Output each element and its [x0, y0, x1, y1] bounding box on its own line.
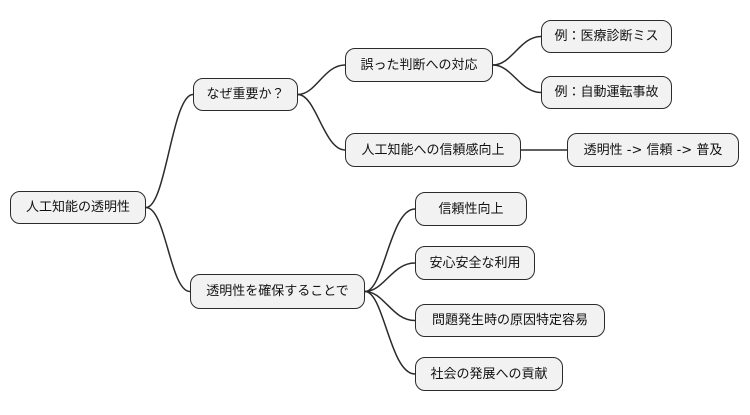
edge-ensure-to-society	[364, 290, 416, 375]
node-wrong-judgment-response: 誤った判断への対応	[345, 48, 493, 82]
edge-wrong-to-medical	[492, 35, 542, 66]
node-reliability-improvement: 信頼性向上	[415, 192, 527, 226]
edge-why-to-wrong	[297, 64, 346, 96]
node-example-medical-misdiagnosis: 例：医療診断ミス	[541, 20, 672, 53]
edge-root-to-ensure	[145, 206, 191, 293]
edge-root-to-why	[145, 93, 194, 209]
edge-ensure-to-cause	[364, 290, 416, 322]
node-safe-secure-use: 安心安全な利用	[415, 246, 535, 280]
edge-wrong-to-driving	[492, 64, 542, 94]
node-why-important: なぜ重要か？	[193, 78, 298, 111]
edge-ensure-to-safe	[364, 262, 416, 293]
node-transparency-trust-adoption-flow: 透明性 -> 信頼 -> 普及	[567, 133, 739, 167]
node-ensuring-transparency: 透明性を確保することで	[190, 274, 365, 309]
edge-ensure-to-reliable	[364, 208, 416, 293]
node-easy-cause-identification: 問題発生時の原因特定容易	[415, 304, 605, 337]
node-ai-transparency: 人工知能の透明性	[10, 191, 146, 224]
node-trust-in-ai-improvement: 人工知能への信頼感向上	[345, 133, 521, 167]
node-social-development-contribution: 社会の発展への貢献	[415, 357, 563, 391]
edge-why-to-trust	[297, 93, 346, 151]
node-example-autonomous-driving-accident: 例：自動運転事故	[541, 76, 672, 109]
